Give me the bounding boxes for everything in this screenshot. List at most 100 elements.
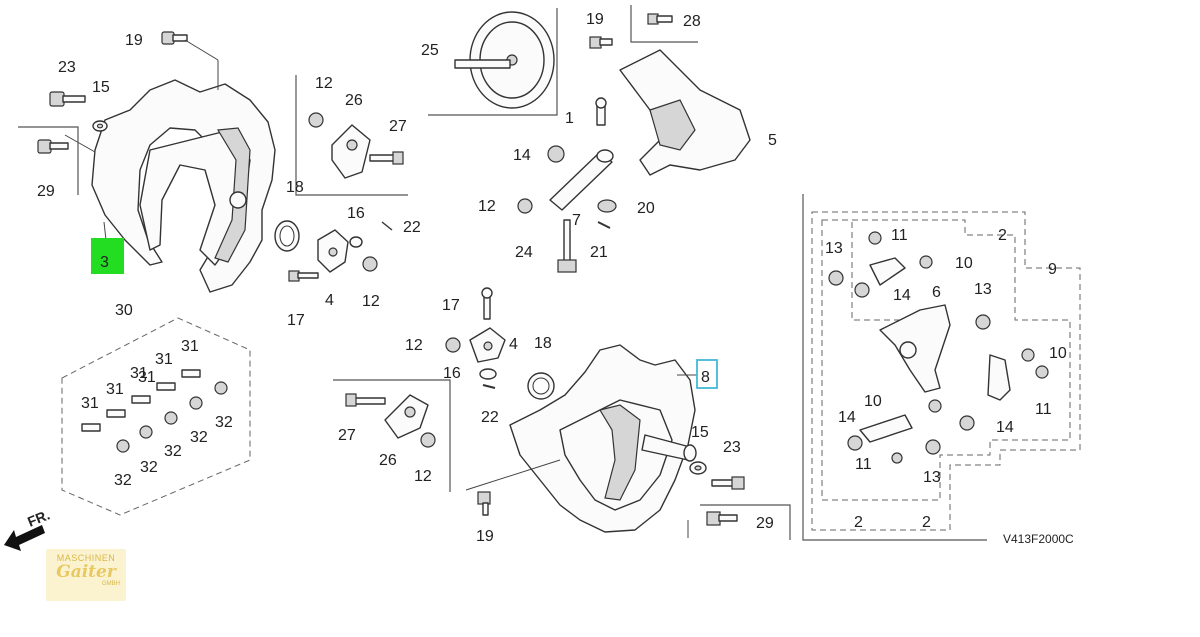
part-callout: 4: [325, 292, 334, 309]
part-callout: 12: [414, 468, 432, 485]
part-callout: 12: [405, 337, 423, 354]
label-highlight-cyan: 8: [701, 369, 710, 386]
front-direction-arrow: [4, 525, 45, 551]
part-callout: 18: [534, 335, 552, 352]
part-callout: 13: [974, 281, 992, 298]
part-callout: 25: [421, 42, 439, 59]
part-callout: 32: [215, 414, 233, 431]
bolt-29-bottom-icon: [706, 511, 738, 526]
part-callout: 14: [513, 147, 531, 164]
part-callout: 31: [155, 351, 173, 368]
washer-16-icon: [349, 236, 363, 248]
pulley-25-icon: [454, 11, 555, 109]
part-callout: 5: [768, 132, 777, 149]
part-callout: 31: [130, 365, 148, 382]
part-callout: 11: [855, 456, 872, 473]
label-highlight-green: 3: [100, 254, 109, 271]
washer-16-bottom-icon: [479, 368, 497, 380]
part-callout: 13: [825, 240, 843, 257]
part-callout: 19: [476, 528, 494, 545]
part-callout: 19: [125, 32, 143, 49]
highlight-part-3: [91, 238, 124, 274]
diagram-code: V413F2000C: [1003, 532, 1074, 546]
part-callout: 17: [442, 297, 460, 314]
nut-12-a-icon: [308, 112, 324, 128]
part-callout: 15: [691, 424, 709, 441]
linkage-6-icon: [879, 304, 1011, 401]
part-callout: 28: [683, 13, 701, 30]
part-callout: 17: [287, 312, 305, 329]
nut-12-top-icon: [362, 256, 378, 272]
part-callout: 21: [590, 244, 608, 261]
pin-17-icon: [481, 287, 493, 320]
washer-15-bottom-icon: [689, 461, 707, 475]
bracket-4-bottom-icon: [469, 327, 506, 363]
bolt-27-top-icon: [369, 151, 404, 165]
part-callout: 27: [389, 118, 407, 135]
part-callout: 26: [379, 452, 397, 469]
part-callout: 19: [586, 11, 604, 28]
part-callout: 23: [58, 59, 76, 76]
part-callout: 29: [37, 183, 55, 200]
part-callout: 16: [347, 205, 365, 222]
part-callout: 30: [115, 302, 133, 319]
part-callout: 14: [838, 409, 856, 426]
part-callout: 32: [190, 429, 208, 446]
bolt-28-icon: [647, 13, 673, 25]
snap-ring-18-icon: [274, 220, 300, 252]
part-callout: 18: [286, 179, 304, 196]
part-callout: 12: [362, 293, 380, 310]
washer-20-icon: [597, 199, 617, 213]
part-callout: 32: [114, 472, 132, 489]
part-callout: 24: [515, 244, 533, 261]
tine-right: [509, 344, 697, 533]
lever-lower-icon: [847, 314, 1049, 464]
part-callout: 29: [756, 515, 774, 532]
logo-line-1: MASCHINEN: [56, 553, 116, 563]
part-callout: 12: [315, 75, 333, 92]
pin-1-icon: [595, 97, 607, 126]
part-callout: 11: [891, 227, 908, 244]
part-callout: 14: [893, 287, 911, 304]
part-callout: 15: [92, 79, 110, 96]
part-callout: 6: [932, 284, 941, 301]
part-callout: 31: [81, 395, 99, 412]
nut-12-b-icon: [517, 198, 533, 214]
part-callout: 2: [854, 514, 863, 531]
bolt-19-bottom-icon: [477, 491, 491, 516]
part-callout: 9: [1048, 261, 1057, 278]
part-callout: 11: [1035, 401, 1052, 418]
part-callout: 31: [106, 381, 124, 398]
direction-label: FR.: [25, 506, 52, 529]
pin-22-icon: [381, 221, 393, 231]
part-callout: 31: [138, 369, 156, 386]
bolt-23-bottom-icon: [711, 476, 745, 490]
bolt-19-mid-icon: [589, 36, 613, 49]
dealer-logo: MASCHINEN Gaiter GMBH: [46, 549, 126, 601]
part-callout: 32: [164, 443, 182, 460]
part-callout: 23: [723, 439, 741, 456]
nut-14-top-icon: [547, 145, 565, 163]
bolt-17-icon: [288, 270, 319, 282]
part-callout: 10: [955, 255, 973, 272]
bolt-29-icon: [37, 139, 69, 154]
highlight-part-8: [696, 359, 718, 389]
part-callout: 20: [637, 200, 655, 217]
bracket-26-bottom-icon: [345, 393, 436, 448]
part-callout: 16: [443, 365, 461, 382]
part-callout: 7: [572, 212, 581, 229]
part-callout: 26: [345, 92, 363, 109]
bolt-24-icon: [557, 219, 577, 273]
bolt-set-30-icon: [81, 369, 228, 453]
part-callout: 22: [481, 409, 499, 426]
shaft-7-icon: [549, 149, 614, 211]
pin-21-icon: [597, 221, 611, 229]
bolt-19-top-icon: [161, 31, 188, 45]
pin-22-bottom-icon: [482, 384, 496, 389]
snap-ring-18-bottom-icon: [527, 372, 555, 400]
lever-upper-icon: [828, 231, 933, 298]
part-callout: 13: [923, 469, 941, 486]
tine-left: [91, 79, 276, 293]
bracket-4-top-icon: [317, 229, 349, 273]
